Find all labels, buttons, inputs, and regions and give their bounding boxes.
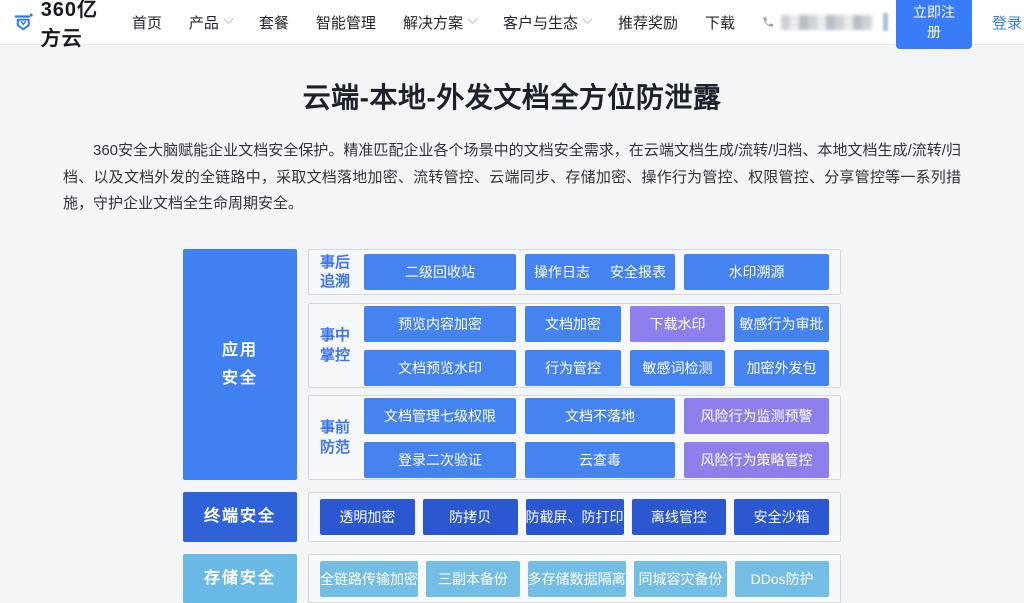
side-block-app-security: 应用 安全 [183, 249, 297, 481]
nav-item-referral-rewards[interactable]: 推荐奖励 [617, 14, 678, 32]
side-block-storage-security: 存储安全 [183, 554, 297, 603]
feature-chip: 安全沙箱 [734, 499, 829, 536]
chevron-down-icon [582, 13, 593, 24]
security-feature-diagram: 应用 安全 终端安全 存储安全 事后 追溯 二级回收站 操作日志 [183, 249, 841, 603]
feature-chip: 防拷贝 [422, 499, 518, 536]
feature-chip: 离线管控 [631, 499, 727, 536]
feature-chip: 敏感词检测 [630, 349, 725, 386]
group-pre-event-prevention: 事前 防范 文档管理七级权限 文档不落地 风险行为监测预警 登录二次验证 云查毒… [308, 395, 841, 481]
nav-item-smart-management[interactable]: 智能管理 [315, 14, 376, 32]
feature-chip: 防截屏、防打印 [525, 499, 624, 536]
feature-chip: 二级回收站 [364, 254, 516, 291]
feature-chip: 多存储数据隔离 [527, 560, 626, 597]
feature-chip: 透明加密 [320, 499, 415, 536]
group-storage-security-features: 全链路传输加密 三副本备份 多存储数据隔离 同城容灾备份 DDos防护 [308, 554, 841, 603]
group-tag: 事后 追溯 [320, 253, 351, 291]
feature-chip: 水印溯源 [684, 254, 829, 291]
feature-chip: 登录二次验证 [364, 441, 516, 478]
register-button[interactable]: 立即注册 [896, 0, 973, 49]
feature-chip: 行为管控 [525, 349, 621, 386]
feature-chip: 文档加密 [525, 305, 621, 342]
nav-item-products[interactable]: 产品 [189, 12, 234, 33]
group-tag: 事中 掌控 [320, 327, 351, 364]
feature-chip: DDos防护 [735, 560, 829, 597]
diagram-groups-column: 事后 追溯 二级回收站 操作日志 安全报表 水印溯源 事中 掌控 [308, 249, 841, 603]
nav-item-plans[interactable]: 套餐 [258, 14, 289, 32]
navbar-right: 立即注册 登录 [762, 0, 1023, 49]
nav-item-download[interactable]: 下载 [704, 14, 735, 32]
hero-description: 360安全大脑赋能企业文档安全保护。精准匹配企业各个场景中的文档安全需求，在云端… [63, 142, 961, 213]
group-terminal-security-features: 透明加密 防拷贝 防截屏、防打印 离线管控 安全沙箱 [308, 492, 841, 543]
group-post-event-tracing: 事后 追溯 二级回收站 操作日志 安全报表 水印溯源 [308, 249, 841, 296]
phone-icon [763, 17, 774, 27]
top-navbar: 360亿方云 首页 产品 套餐 智能管理 解决方案 客户与生态 推荐奖励 下载 … [0, 0, 1024, 50]
feature-chip: 预览内容加密 [364, 305, 516, 342]
main-nav: 首页 产品 套餐 智能管理 解决方案 客户与生态 推荐奖励 下载 [132, 12, 762, 33]
feature-chip: 文档预览水印 [364, 349, 516, 386]
nav-item-solutions[interactable]: 解决方案 [403, 12, 478, 33]
feature-chip: 全链路传输加密 [320, 560, 418, 597]
feature-chip: 三副本备份 [426, 560, 520, 597]
login-link[interactable]: 登录 [992, 14, 1023, 32]
feature-chip: 加密外发包 [734, 349, 829, 386]
chevron-down-icon [467, 13, 478, 24]
nav-item-home[interactable]: 首页 [131, 14, 162, 32]
chevron-down-icon [223, 13, 234, 24]
nav-item-customers-ecosystem[interactable]: 客户与生态 [503, 12, 593, 33]
redaction-artifact [883, 13, 889, 31]
logo-shield-icon [14, 13, 33, 31]
group-tag: 事前 防范 [320, 419, 351, 456]
feature-chip: 文档不落地 [525, 397, 675, 434]
logo-text: 360亿方云 [40, 0, 99, 50]
feature-chip: 风险行为监测预警 [684, 397, 829, 434]
group-in-event-control: 事中 掌控 预览内容加密 文档加密 下载水印 敏感行为审批 文档预览水印 行为管… [308, 303, 841, 389]
logo[interactable]: 360亿方云 [14, 0, 106, 51]
hero-section: 云端-本地-外发文档全方位防泄露 360安全大脑赋能企业文档安全保护。精准匹配企… [0, 76, 1024, 603]
diagram-side-column: 应用 安全 终端安全 存储安全 [183, 249, 297, 603]
page-title: 云端-本地-外发文档全方位防泄露 [302, 82, 722, 113]
feature-chip: 文档管理七级权限 [364, 397, 516, 434]
side-block-terminal-security: 终端安全 [183, 492, 297, 543]
feature-chip: 云查毒 [525, 441, 675, 478]
feature-chip: 敏感行为审批 [734, 305, 829, 342]
feature-chip: 风险行为策略管控 [684, 441, 829, 478]
feature-chip: 下载水印 [630, 305, 725, 342]
redacted-phone-number [780, 14, 874, 30]
feature-chip: 同城容灾备份 [633, 560, 728, 597]
feature-chip: 操作日志 安全报表 [525, 254, 675, 291]
